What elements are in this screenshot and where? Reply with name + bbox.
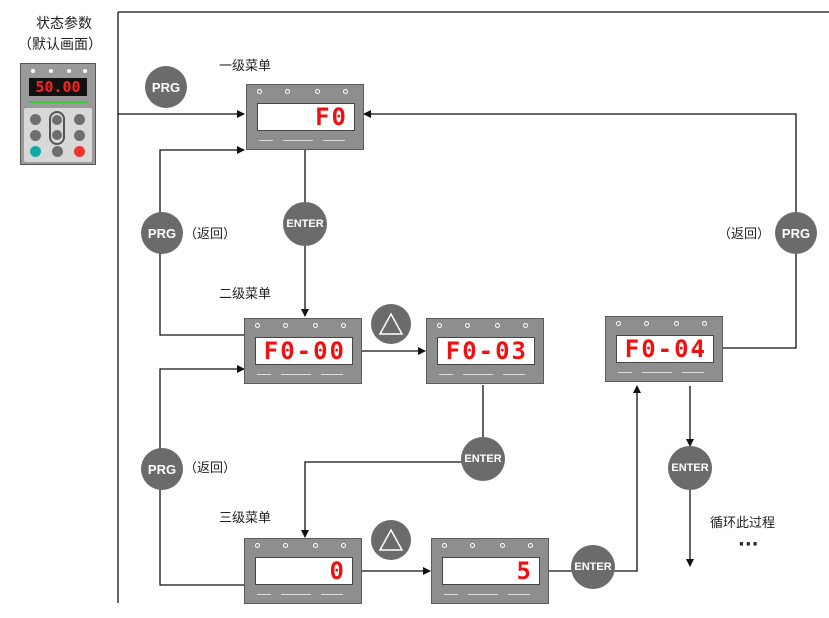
keypad-display: 50.00: [29, 78, 87, 96]
keypad-buttons: [24, 108, 92, 162]
panel-f000: F0-00: [244, 318, 362, 384]
prg-button-top[interactable]: PRG: [145, 66, 187, 108]
enter-button-level3-b[interactable]: ENTER: [571, 545, 615, 589]
prg-button-back-level3[interactable]: PRG: [141, 448, 183, 490]
panel-f004: F0-04: [605, 316, 723, 382]
display-level1: F0: [315, 103, 348, 131]
status-title: 状态参数: [36, 16, 92, 32]
back-label-f004: （返回）: [718, 227, 771, 242]
loop-label: 循环此过程: [710, 516, 776, 531]
menu-level3-title: 三级菜单: [219, 511, 272, 526]
back-label-level3: （返回）: [184, 461, 237, 476]
panel-level1: F0: [246, 84, 364, 150]
display-f004: F0-04: [624, 335, 707, 363]
enter-button-f003[interactable]: ENTER: [461, 437, 505, 481]
panel-f003: F0-03: [426, 318, 544, 384]
display-f000: F0-00: [263, 337, 346, 365]
enter-button-level1[interactable]: ENTER: [283, 202, 327, 246]
menu-level1-title: 一级菜单: [219, 59, 272, 74]
back-label-level2: （返回）: [184, 227, 237, 242]
menu-level2-title: 二级菜单: [219, 287, 272, 302]
status-subtitle: （默认画面）: [18, 37, 102, 53]
keypad-display-value: 50.00: [35, 78, 81, 96]
loop-ellipsis: ···: [738, 534, 759, 555]
keypad-image: 50.00: [20, 63, 96, 165]
display-level3-a: 0: [329, 557, 346, 585]
keypad-indicator-bar: [29, 101, 87, 103]
arrow-5-to-f004: [548, 385, 641, 572]
display-level3-b: 5: [516, 557, 533, 585]
up-button-level3[interactable]: [371, 520, 411, 560]
up-button-level2[interactable]: [371, 304, 411, 344]
prg-button-back-f004[interactable]: PRG: [775, 212, 817, 254]
display-f003: F0-03: [445, 337, 528, 365]
keypad-leds: [29, 69, 89, 74]
prg-button-back-level2[interactable]: PRG: [141, 212, 183, 254]
arrow-f003-to-level3: [301, 385, 484, 538]
enter-button-f004[interactable]: ENTER: [668, 446, 712, 490]
panel-level3-b: 5: [431, 538, 549, 604]
triangle-up-icon: [378, 312, 404, 335]
triangle-up-icon: [378, 528, 404, 551]
panel-level3-a: 0: [244, 538, 362, 604]
